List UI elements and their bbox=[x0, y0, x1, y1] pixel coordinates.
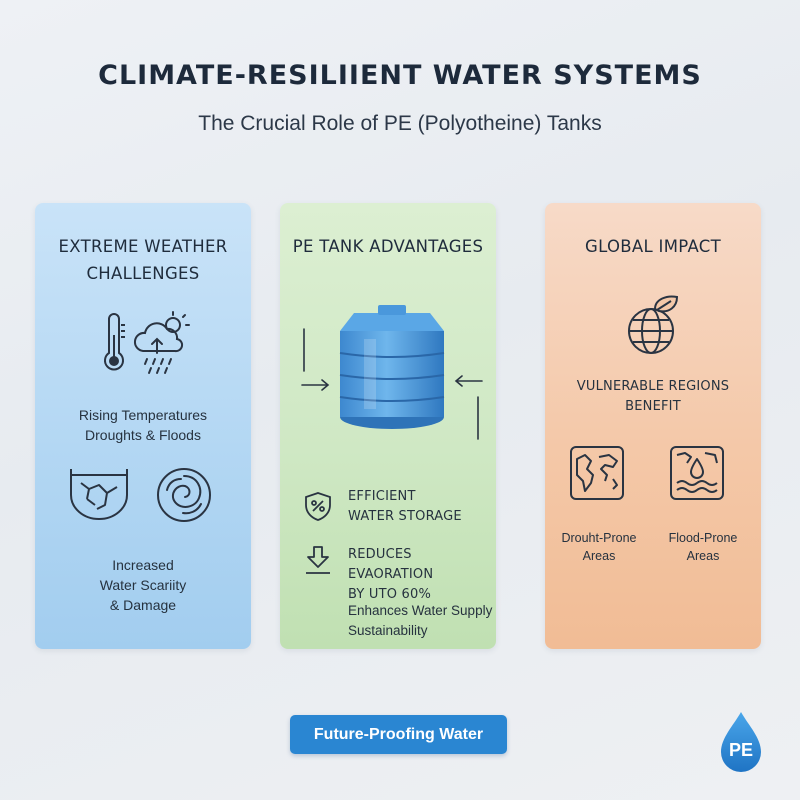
shield-percent-icon bbox=[305, 492, 331, 521]
page-subtitle: The Crucial Role of PE (Polyotheine) Tan… bbox=[198, 112, 602, 135]
pe-logo: PE bbox=[719, 710, 763, 772]
water-scarcity-text: Increased Water Scariity & Damage bbox=[35, 555, 251, 615]
globe-leaf-icon bbox=[628, 295, 679, 354]
weather-title-line2: CHALLENGES bbox=[86, 264, 200, 283]
impact-flood-line1: Flood-Prone bbox=[668, 531, 738, 545]
advantages-item3-line2: Sustainability bbox=[348, 623, 428, 638]
advantages-item1-line1: EFFICIENT bbox=[348, 489, 416, 504]
weather-text2-line1: Increased bbox=[112, 557, 174, 573]
sustainability-text: Enhances Water Supply Sustainability bbox=[348, 601, 492, 641]
logo-text: PE bbox=[728, 740, 753, 760]
reduces-evaporation-text: REDUCES EVAORATION BY UTO 60% bbox=[348, 545, 496, 605]
water-drop-logo-icon bbox=[721, 712, 761, 772]
rising-temperatures-text: Rising Temperatures Droughts & Floods bbox=[35, 405, 251, 445]
weather-challenges-panel: EXTREME WEATHER CHALLENGES Rising Temper… bbox=[35, 203, 251, 649]
weather-text2-line2: Water Scariity bbox=[99, 577, 187, 593]
drought-prone-text: Drouht-Prone Areas bbox=[551, 529, 647, 565]
pe-tank-advantages-panel: PE TANK ADVANTAGES bbox=[280, 203, 496, 649]
weather-text1-line1: Rising Temperatures bbox=[78, 407, 208, 423]
impact-regions-line2: BENEFIT bbox=[625, 399, 681, 414]
flood-prone-text: Flood-Prone Areas bbox=[653, 529, 753, 565]
advantages-item2-line1: REDUCES EVAORATION bbox=[348, 547, 434, 582]
evaporation-arrow-icon bbox=[306, 546, 330, 574]
vulnerable-regions-text: VULNERABLE REGIONS BENEFIT bbox=[545, 377, 761, 417]
flood-map-icon bbox=[670, 446, 724, 500]
impact-flood-line2: Areas bbox=[686, 549, 720, 563]
weather-panel-title: EXTREME WEATHER CHALLENGES bbox=[35, 233, 251, 287]
advantages-panel-title: PE TANK ADVANTAGES bbox=[292, 237, 484, 256]
weather-text2-line3: & Damage bbox=[109, 597, 177, 613]
impact-drought-line2: Areas bbox=[582, 549, 616, 563]
efficient-storage-text: EFFICIENT WATER STORAGE bbox=[348, 487, 462, 527]
storm-cloud-icon bbox=[134, 311, 190, 374]
weather-title-line1: EXTREME WEATHER bbox=[58, 237, 228, 256]
advantages-item1-line2: WATER STORAGE bbox=[348, 509, 462, 524]
drought-map-icon bbox=[570, 446, 624, 500]
weather-text1-line2: Droughts & Floods bbox=[85, 427, 201, 443]
impact-drought-line1: Drouht-Prone bbox=[561, 531, 637, 545]
global-impact-panel: GLOBAL IMPACT VULNERABLE REGIONS BENEFIT bbox=[545, 203, 761, 649]
water-tank-icon bbox=[301, 305, 483, 440]
page-title: CLIMATE-RESILIIENT WATER SYSTEMS bbox=[98, 60, 702, 91]
impact-panel-title: GLOBAL IMPACT bbox=[585, 237, 721, 256]
impact-regions-line1: VULNERABLE REGIONS bbox=[576, 379, 730, 394]
cyclone-icon bbox=[157, 468, 211, 522]
future-proofing-button[interactable]: Future-Proofing Water bbox=[290, 715, 507, 754]
thermometer-icon bbox=[104, 313, 125, 371]
advantages-item2-line2: BY UTO 60% bbox=[348, 587, 431, 602]
cracked-ground-icon bbox=[70, 469, 128, 520]
advantages-item3-line1: Enhances Water Supply bbox=[348, 603, 493, 618]
